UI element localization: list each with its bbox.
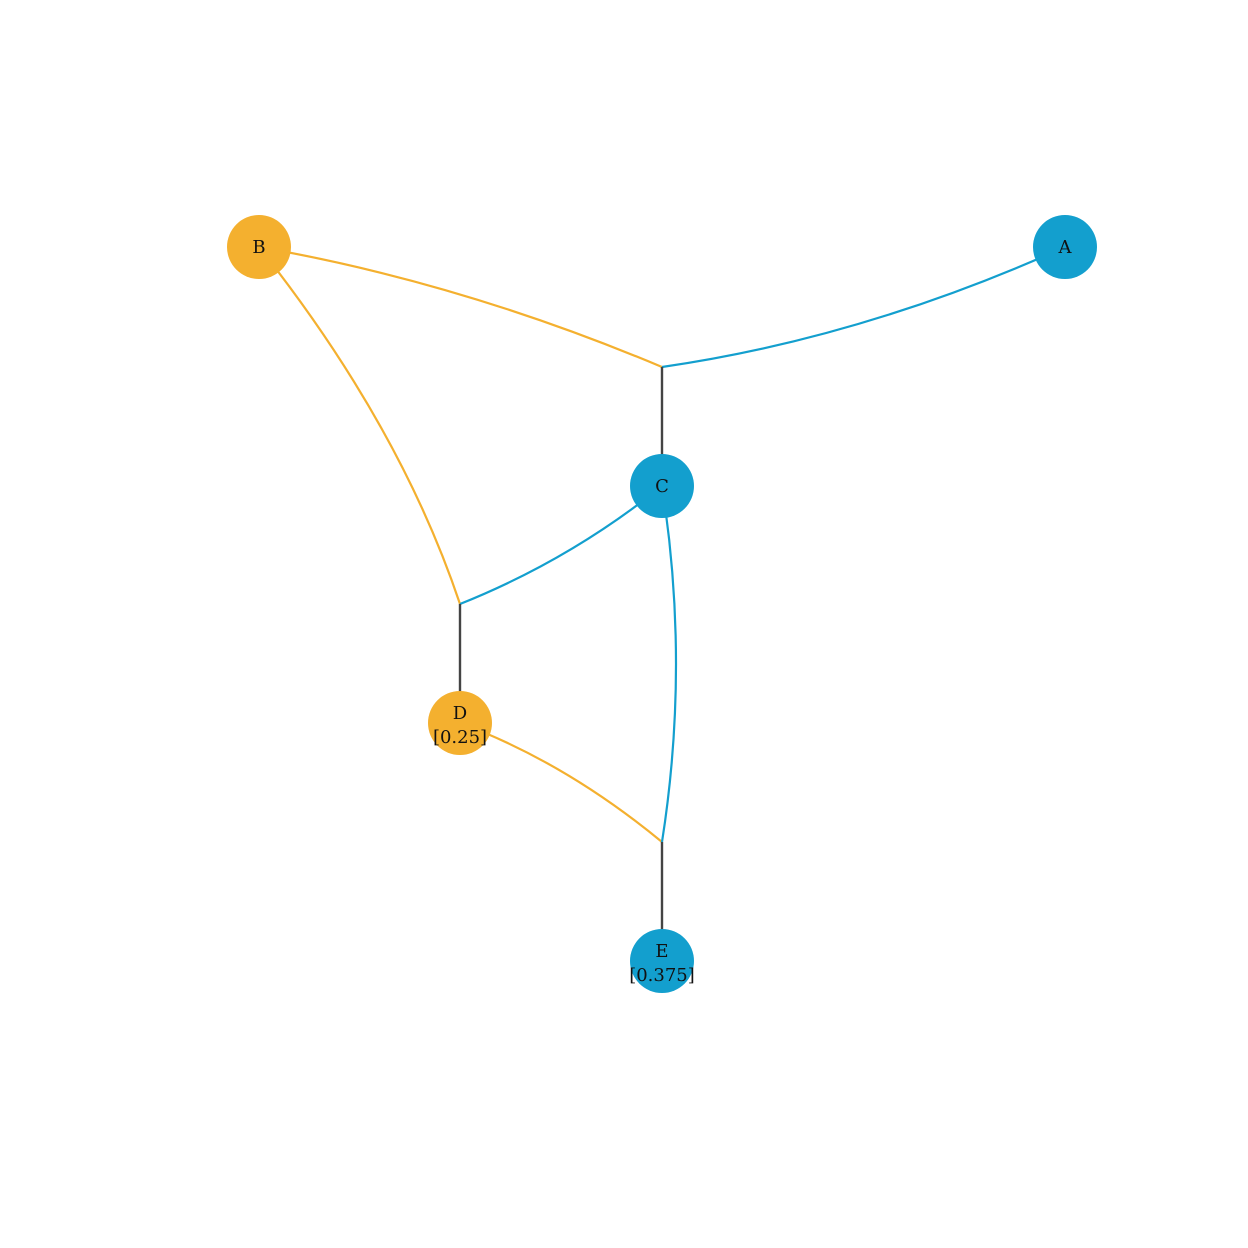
- node-B[interactable]: B: [227, 215, 291, 279]
- edge-C-to-m2: [459, 485, 663, 606]
- edge-B-to-m2: [258, 246, 462, 605]
- node-circle: [630, 929, 694, 993]
- edge-D-to-m3: [459, 721, 663, 843]
- node-A[interactable]: A: [1033, 215, 1097, 279]
- node-label: E: [655, 941, 668, 962]
- node-circle: [1033, 215, 1097, 279]
- node-D[interactable]: D [0.25]: [428, 691, 492, 755]
- node-label: C: [655, 476, 669, 497]
- edge-B-to-m1: [258, 245, 663, 369]
- node-circle: [630, 454, 694, 518]
- node-circle: [428, 691, 492, 755]
- node-C[interactable]: C: [630, 454, 694, 518]
- node-label: A: [1058, 237, 1073, 258]
- node-value: [0.375]: [629, 965, 695, 986]
- edge-C-to-m3: [660, 485, 678, 843]
- node-value: [0.25]: [433, 727, 487, 748]
- edge-A-to-m1: [661, 245, 1066, 369]
- node-label: D: [453, 703, 467, 724]
- node-E[interactable]: E [0.375]: [629, 929, 695, 993]
- node-circle: [227, 215, 291, 279]
- node-label: B: [252, 237, 265, 258]
